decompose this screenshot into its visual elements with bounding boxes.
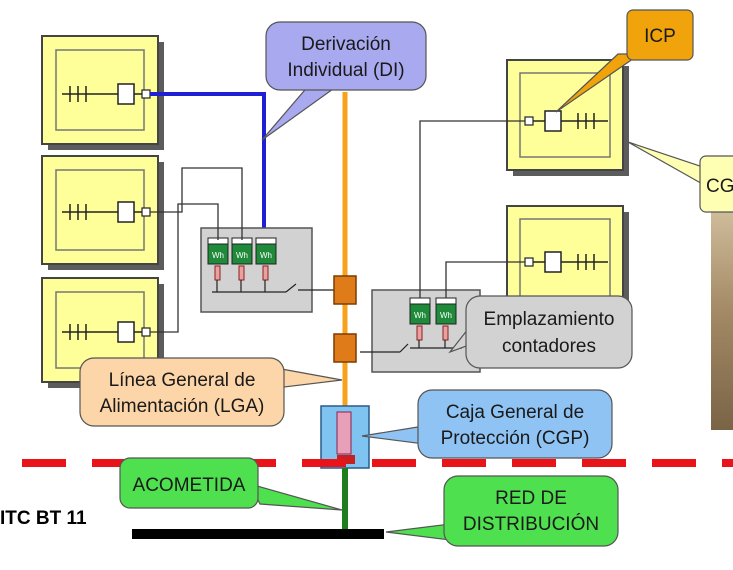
lga-callout: Línea General de Alimentación (LGA) — [79, 357, 343, 427]
fuse-lower — [333, 333, 357, 363]
svg-text:contadores: contadores — [502, 336, 596, 357]
svg-text:ICP: ICP — [644, 26, 676, 47]
svg-text:Línea General de: Línea General de — [109, 370, 256, 391]
svg-text:Caja General de: Caja General de — [446, 402, 584, 423]
svg-text:Wh: Wh — [440, 311, 452, 320]
svg-text:RED DE: RED DE — [495, 488, 567, 509]
svg-text:ACOMETIDA: ACOMETIDA — [133, 475, 246, 496]
svg-text:Alimentación (LGA): Alimentación (LGA) — [100, 396, 265, 417]
svg-text:Wh: Wh — [212, 251, 224, 260]
icp-callout: ICP — [555, 9, 694, 113]
itc-label: ITC BT 11 — [0, 508, 87, 529]
meter-box-left: Wh Wh Wh — [200, 227, 336, 313]
blue-derivation-line — [150, 92, 266, 255]
distribution-bar — [132, 529, 384, 539]
svg-text:DISTRIBUCIÓN: DISTRIBUCIÓN — [463, 513, 599, 535]
emplazamiento-callout: Emplazamiento contadores — [448, 295, 633, 369]
svg-text:CG: CG — [706, 176, 733, 197]
meter-box-right: Wh Wh — [360, 289, 481, 373]
svg-text:Protección (CGP): Protección (CGP) — [441, 428, 590, 449]
acometida-callout: ACOMETIDA — [119, 457, 343, 511]
svg-text:Emplazamiento: Emplazamiento — [484, 309, 615, 330]
svg-text:Wh: Wh — [260, 251, 272, 260]
svg-text:Wh: Wh — [414, 311, 426, 320]
fuse-upper — [333, 275, 357, 305]
consumer-panel-4 — [506, 59, 629, 176]
consumer-panel-2 — [41, 155, 164, 270]
cgp-box — [320, 405, 370, 469]
svg-text:Wh: Wh — [236, 251, 248, 260]
consumer-panel-1 — [41, 35, 164, 150]
cgmp-callout: CG — [627, 141, 733, 213]
svg-text:Individual (DI): Individual (DI) — [287, 60, 404, 81]
cgp-callout: Caja General de Protección (CGP) — [361, 389, 613, 459]
di-callout: Derivación Individual (DI) — [261, 21, 427, 141]
svg-text:Derivación: Derivación — [301, 34, 391, 55]
red-distribucion-callout: RED DE DISTRIBUCIÓN — [385, 475, 619, 547]
